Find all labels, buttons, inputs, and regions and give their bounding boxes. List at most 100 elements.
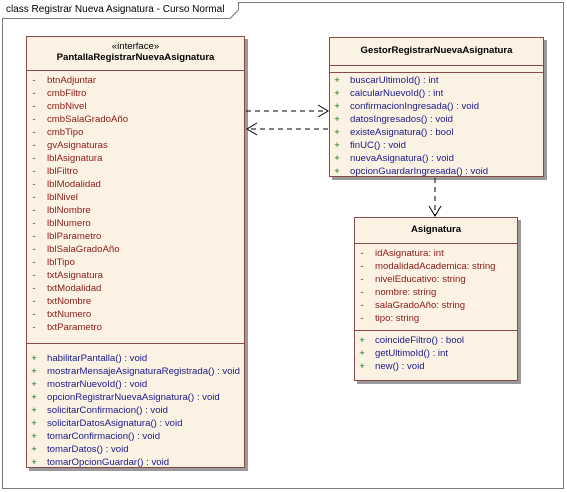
visibility-marker: - bbox=[32, 231, 36, 242]
attribute-row[interactable]: -cmbNivel bbox=[27, 100, 244, 113]
visibility-marker: + bbox=[334, 101, 340, 112]
operation-text: datosIngresados() : void bbox=[350, 114, 453, 125]
attribute-row[interactable]: -gvAsignaturas bbox=[27, 139, 244, 152]
attribute-text: cmbTipo bbox=[47, 127, 84, 138]
operation-row[interactable]: + solicitarConfirmacion() : void bbox=[27, 404, 244, 417]
attribute-text: lblParametro bbox=[47, 231, 102, 242]
visibility-marker: + bbox=[359, 335, 365, 346]
visibility-marker: + bbox=[334, 153, 340, 164]
attribute-row[interactable]: -cmbFiltro bbox=[27, 87, 244, 100]
visibility-marker: + bbox=[31, 379, 37, 390]
visibility-marker: + bbox=[359, 348, 365, 359]
operation-row[interactable]: + solicitarDatosAsignatura() : void bbox=[27, 417, 244, 430]
attribute-row[interactable]: -lblAsignatura bbox=[27, 152, 244, 165]
attribute-row[interactable]: -idAsignatura: int bbox=[355, 247, 517, 260]
class-name: Asignatura bbox=[410, 224, 462, 235]
operation-row[interactable]: +tomarConfirmacion() : void bbox=[27, 430, 244, 443]
attribute-row[interactable]: -txtNumero bbox=[27, 308, 244, 321]
attribute-text: btnAdjuntar bbox=[47, 75, 97, 86]
visibility-marker: - bbox=[32, 257, 36, 268]
attribute-row[interactable]: -lblSalaGradoAño bbox=[27, 243, 244, 256]
operation-text: solicitarConfirmacion() : void bbox=[47, 405, 169, 416]
attribute-text: idAsignatura: int bbox=[375, 248, 444, 259]
attribute-text: lblNombre bbox=[47, 205, 91, 216]
visibility-marker: - bbox=[32, 309, 36, 320]
operation-row[interactable]: +opcionRegistrarNuevaAsignatura() : void bbox=[27, 391, 244, 404]
attribute-row[interactable]: -salaGradoAño: string bbox=[355, 299, 517, 312]
attribute-row[interactable]: -lblNumero bbox=[27, 217, 244, 230]
operation-text: existeAsignatura() : bool bbox=[350, 127, 454, 138]
attribute-row[interactable]: -cmbTipo bbox=[27, 126, 244, 139]
operations-compartment: +buscarUltimoId() : int+calcularNuevoId(… bbox=[330, 72, 543, 181]
visibility-marker: + bbox=[359, 361, 365, 372]
visibility-marker: - bbox=[360, 300, 364, 311]
attribute-row[interactable]: -lblFiltro bbox=[27, 165, 244, 178]
attribute-row[interactable]: -nombre: string bbox=[355, 286, 517, 299]
visibility-marker: - bbox=[32, 75, 36, 86]
attribute-row[interactable]: -txtModalidad bbox=[27, 282, 244, 295]
class-asignatura[interactable]: Asignatura -idAsignatura: int-modalidadA… bbox=[354, 217, 518, 381]
operations-compartment: +habilitarPantalla() : void+mostrarMensa… bbox=[27, 343, 244, 472]
visibility-marker: - bbox=[32, 140, 36, 151]
attribute-row[interactable]: -modalidadAcademica: string bbox=[355, 260, 517, 273]
operation-row[interactable]: +opcionGuardarIngresada() : void bbox=[330, 165, 543, 178]
visibility-marker: - bbox=[32, 88, 36, 99]
attribute-row[interactable]: -lblNombre bbox=[27, 204, 244, 217]
visibility-marker: + bbox=[31, 353, 37, 364]
attribute-row[interactable]: -lblParametro bbox=[27, 230, 244, 243]
attribute-row[interactable]: -cmbSalaGradoAño bbox=[27, 113, 244, 126]
operation-row[interactable]: + new() : void bbox=[355, 360, 517, 373]
operation-text: opcionRegistrarNuevaAsignatura() : void bbox=[47, 392, 220, 403]
operation-row[interactable]: +confirmacionIngresada() : void bbox=[330, 100, 543, 113]
class-pantalla-registrar-nueva-asignatura[interactable]: «interface» PantallaRegistrarNuevaAsigna… bbox=[26, 36, 245, 468]
attribute-row[interactable]: -txtAsignatura bbox=[27, 269, 244, 282]
visibility-marker: - bbox=[32, 114, 36, 125]
attribute-row[interactable]: -lblModalidad bbox=[27, 178, 244, 191]
visibility-marker: - bbox=[32, 296, 36, 307]
visibility-marker: + bbox=[31, 405, 37, 416]
visibility-marker: - bbox=[32, 153, 36, 164]
operation-row[interactable]: +datosIngresados() : void bbox=[330, 113, 543, 126]
operation-row[interactable]: +buscarUltimoId() : int bbox=[330, 74, 543, 87]
attribute-text: lblAsignatura bbox=[47, 153, 103, 164]
visibility-marker: - bbox=[360, 313, 364, 324]
frame-title: class Registrar Nueva Asignatura - Curso… bbox=[2, 2, 240, 19]
operation-text: getUltimoId() : int bbox=[375, 348, 449, 359]
operation-row[interactable]: +tomarDatos() : void bbox=[27, 443, 244, 456]
attribute-row[interactable]: -tipo: string bbox=[355, 312, 517, 325]
attribute-text: txtAsignatura bbox=[47, 270, 103, 281]
operation-text: coincideFiltro() : bool bbox=[375, 335, 465, 346]
operation-row[interactable]: +finUC() : void bbox=[330, 139, 543, 152]
attribute-row[interactable]: -txtNombre bbox=[27, 295, 244, 308]
operation-row[interactable]: +habilitarPantalla() : void bbox=[27, 352, 244, 365]
attribute-text: txtModalidad bbox=[47, 283, 102, 294]
operation-row[interactable]: +tomarOpcionGuardar() : void bbox=[27, 456, 244, 469]
class-gestor-registrar-nueva-asignatura[interactable]: GestorRegistrarNuevaAsignatura +buscarUl… bbox=[329, 37, 544, 177]
operation-row[interactable]: + getUltimoId() : int bbox=[355, 347, 517, 360]
attribute-row[interactable]: -lblNivel bbox=[27, 191, 244, 204]
attribute-row[interactable]: -lblTipo bbox=[27, 256, 244, 269]
attribute-text: gvAsignaturas bbox=[47, 140, 108, 151]
visibility-marker: + bbox=[31, 418, 37, 429]
operation-text: new() : void bbox=[375, 361, 425, 372]
visibility-marker: - bbox=[360, 274, 364, 285]
operation-text: solicitarDatosAsignatura() : void bbox=[47, 418, 183, 429]
operation-row[interactable]: +existeAsignatura() : bool bbox=[330, 126, 543, 139]
class-name: GestorRegistrarNuevaAsignatura bbox=[360, 45, 513, 56]
visibility-marker: - bbox=[32, 101, 36, 112]
operation-row[interactable]: +mostrarNuevoId() : void bbox=[27, 378, 244, 391]
operation-row[interactable]: +nuevaAsignatura() : void bbox=[330, 152, 543, 165]
operation-row[interactable]: +calcularNuevoId() : int bbox=[330, 87, 543, 100]
attribute-text: lblNivel bbox=[47, 192, 78, 203]
attribute-text: cmbFiltro bbox=[47, 88, 87, 99]
attribute-text: nombre: string bbox=[375, 287, 437, 298]
visibility-marker: - bbox=[360, 261, 364, 272]
operation-row[interactable]: +mostrarMensajeAsignaturaRegistrada() : … bbox=[27, 365, 244, 378]
class-header: «interface» PantallaRegistrarNuevaAsigna… bbox=[27, 37, 244, 71]
attribute-row[interactable]: -nivelEducativo: string bbox=[355, 273, 517, 286]
visibility-marker: + bbox=[334, 75, 340, 86]
attribute-row[interactable]: -txtParametro bbox=[27, 321, 244, 334]
operation-row[interactable]: + coincideFiltro() : bool bbox=[355, 334, 517, 347]
visibility-marker: + bbox=[31, 431, 37, 442]
attribute-row[interactable]: -btnAdjuntar bbox=[27, 74, 244, 87]
